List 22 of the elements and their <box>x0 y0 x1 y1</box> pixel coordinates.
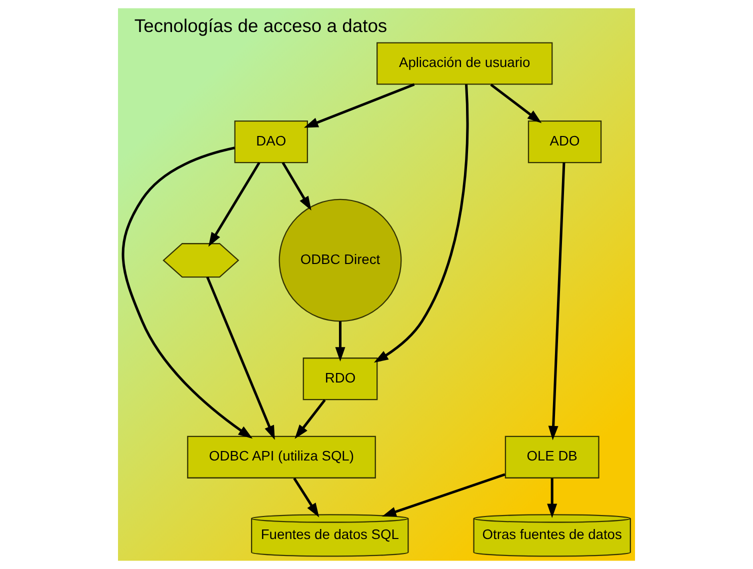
node-box: ADO <box>528 120 602 164</box>
arrow <box>282 162 312 211</box>
arrow <box>335 321 346 362</box>
node-hexagon <box>162 243 240 278</box>
node-box: Aplicación de usuario <box>376 42 553 85</box>
arrow <box>547 478 558 518</box>
arrow <box>490 84 542 124</box>
node-circle: ODBC Direct <box>278 198 402 322</box>
arrow <box>122 146 253 439</box>
arrow <box>548 162 566 440</box>
arrow <box>208 162 260 247</box>
arrow <box>294 399 326 439</box>
arrow <box>304 83 415 128</box>
node-box: ODBC API (utiliza SQL) <box>187 436 376 478</box>
node-box: OLE DB <box>504 436 600 478</box>
arrow <box>206 276 275 440</box>
arrow <box>374 84 469 363</box>
arrow <box>293 478 320 518</box>
node-box: DAO <box>234 120 308 164</box>
node-box: RDO <box>302 358 378 400</box>
arrow <box>382 473 506 517</box>
diagram-title: Tecnologías de acceso a datos <box>134 15 388 36</box>
